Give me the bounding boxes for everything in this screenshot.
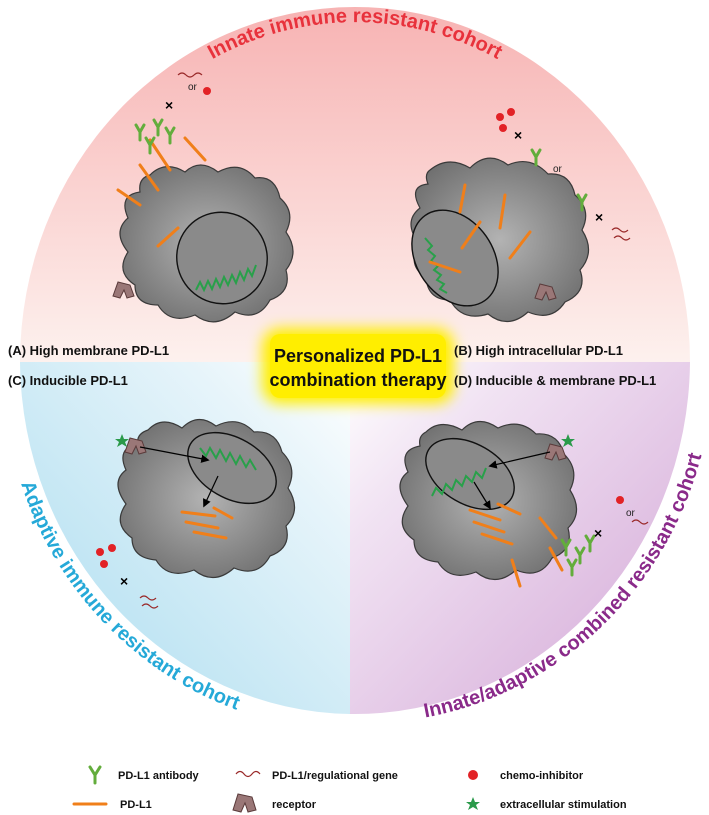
cell-d-or: or [626,508,636,519]
cell-b-chemo-group [496,108,515,132]
cell-d-cross: × [594,525,602,541]
center-title-line1: Personalized PD-L1 [274,346,442,366]
cell-c-receptor-icon [124,437,147,455]
cell-b-antibody-1 [530,148,542,167]
cell-a: × or [112,72,294,323]
cell-c-chemo-group [96,544,116,568]
cell-a-receptor-icon [112,281,135,299]
cell-d-antibody-group [560,534,596,577]
legend-receptor-icon [232,793,257,813]
legend: PD-L1 antibody PD-L1/regulational gene c… [72,765,627,813]
cell-b-cross-1: × [514,127,522,143]
cell-c-dna-icon [199,445,257,471]
cell-b: × or × [410,108,631,323]
cell-d-dna-icon [431,467,487,497]
cell-a-chemo-icon [203,87,211,95]
cell-b-or: or [553,164,563,175]
cell-c-expression-arrow [203,475,219,508]
cell-c-signal-arrow [139,446,210,463]
legend-antibody-label: PD-L1 antibody [118,770,200,782]
cell-d-expression-arrow [473,481,491,510]
legend-chemo-label: chemo-inhibitor [500,770,584,782]
cell-a-gene-icon [177,72,203,78]
legend-chemo-icon [468,770,478,780]
cell-c-stimulation-icon [115,434,129,447]
cell-c-cross: × [120,573,128,589]
legend-stimulation-label: extracellular stimulation [500,799,627,811]
cell-d-signal-arrow [488,451,551,469]
cell-c: × [96,418,296,609]
cell-b-receptor-icon [534,283,557,301]
cell-d-nucleus [425,437,515,511]
cell-a-dna-icon [195,264,257,293]
cell-d-gene-icon [631,519,649,525]
legend-receptor-label: receptor [272,799,317,811]
legend-pdl1-label: PD-L1 [120,799,152,811]
legend-gene-label: PD-L1/regulational gene [272,770,398,782]
quadrant-c-label: (C) Inducible PD-L1 [8,373,128,388]
quadrant-a-label: (A) High membrane PD-L1 [8,343,169,358]
legend-gene-icon [235,770,261,778]
quadrant-d-label: (D) Inducible & membrane PD-L1 [454,373,656,388]
cell-c-gene-icon [139,595,159,609]
cell-d-pdl1-group [468,502,564,588]
cell-b-cross-2: × [595,209,603,225]
cell-a-or: or [188,82,198,93]
cell-b-dna-icon [424,237,448,294]
cell-d-chemo-icon [616,496,624,504]
center-title-line2: combination therapy [269,370,446,390]
cell-a-pdl1-group [116,136,207,248]
cell-b-nucleus [411,209,499,307]
quadrant-b-label: (B) High intracellular PD-L1 [454,343,623,358]
cell-d: × or [399,420,649,588]
cell-a-antibody-group [134,118,176,155]
center-box [270,334,446,398]
innate-sector [20,7,690,362]
legend-stimulation-icon [466,797,480,810]
cell-c-pdl1-group [180,506,234,540]
cell-b-gene-icon [611,227,631,241]
cell-d-stimulation-icon [561,434,575,447]
cell-a-cross: × [165,97,173,113]
cell-b-pdl1-group [428,183,532,274]
cell-b-antibody-2 [576,193,588,212]
cell-d-receptor-icon [544,443,567,461]
legend-antibody-icon [88,765,102,785]
